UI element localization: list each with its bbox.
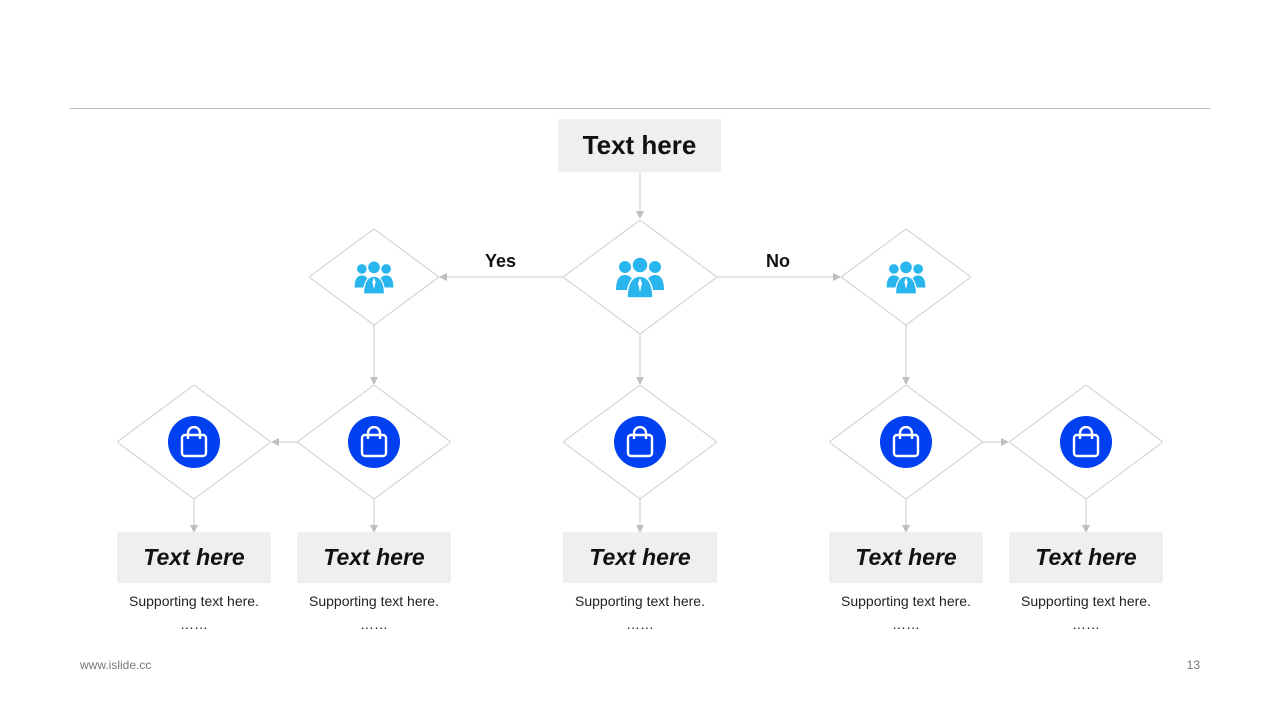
leaf-support-3: Supporting text here. — [575, 593, 705, 609]
leaf-more-3: …… — [626, 616, 654, 632]
leaf-support-1: Supporting text here. — [129, 593, 259, 609]
leaf-more-5: …… — [1072, 616, 1100, 632]
leaf-box-4: Text here — [829, 532, 983, 583]
leaf-title-3: Text here — [589, 544, 691, 570]
leaf-box-3: Text here — [563, 532, 717, 583]
leaf-support-4: Supporting text here. — [841, 593, 971, 609]
shopping-bag-icon — [1060, 416, 1112, 468]
shopping-bag-icon — [168, 416, 220, 468]
leaf-box-1: Text here — [117, 532, 271, 583]
leaf-box-2: Text here — [297, 532, 451, 583]
people-group-icon — [353, 260, 395, 299]
top-divider — [70, 108, 1210, 109]
page-number: 13 — [1186, 658, 1200, 672]
leaf-title-5: Text here — [1035, 544, 1137, 570]
leaf-title-2: Text here — [323, 544, 425, 570]
leaf-support-5: Supporting text here. — [1021, 593, 1151, 609]
shopping-bag-icon — [348, 416, 400, 468]
people-group-icon — [885, 260, 927, 299]
yes-label: Yes — [485, 251, 517, 271]
leaf-box-5: Text here — [1009, 532, 1163, 583]
people-group-icon — [614, 256, 666, 303]
leaf-support-2: Supporting text here. — [309, 593, 439, 609]
leaf-more-2: …… — [360, 616, 388, 632]
leaf-more-4: …… — [892, 616, 920, 632]
top-box: Text here — [558, 119, 721, 172]
shopping-bag-icon — [880, 416, 932, 468]
footer-url: www.islide.cc — [80, 658, 152, 672]
top-box-label: Text here — [582, 130, 697, 160]
no-label: No — [766, 251, 790, 271]
shopping-bag-icon — [614, 416, 666, 468]
leaf-title-4: Text here — [855, 544, 957, 570]
leaf-more-1: …… — [180, 616, 208, 632]
leaf-title-1: Text here — [143, 544, 245, 570]
